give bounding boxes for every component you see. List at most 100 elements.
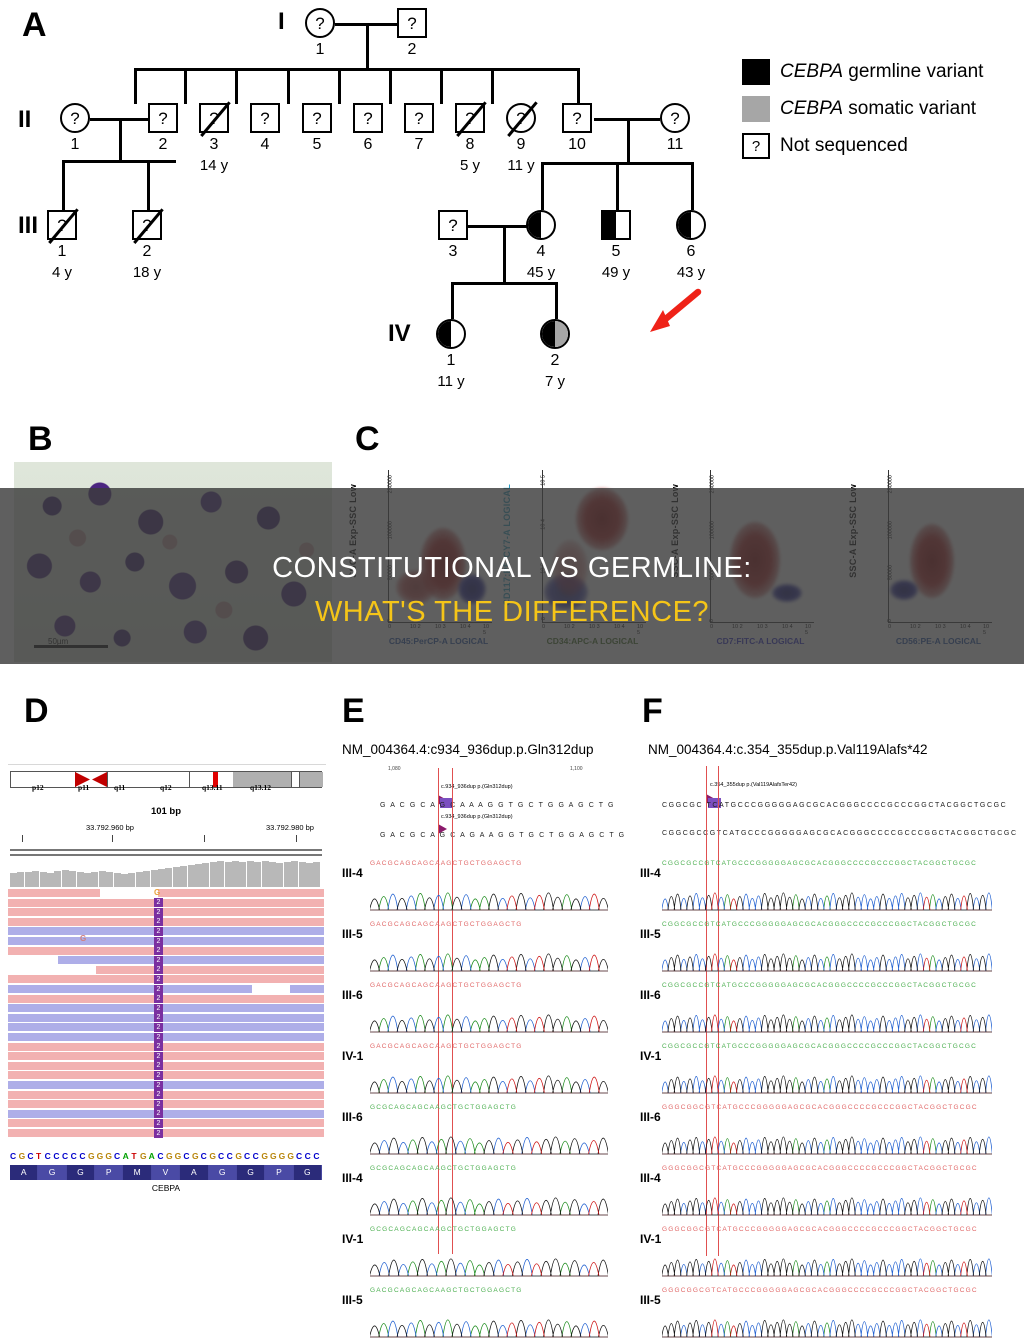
alignment-read[interactable] [58, 956, 324, 965]
chromosome-ideogram[interactable] [10, 771, 323, 788]
alignment-read[interactable] [8, 985, 252, 993]
alignment-read[interactable] [8, 1061, 324, 1070]
centromere-icon [75, 772, 107, 787]
alignment-read[interactable] [8, 1023, 324, 1032]
insertion-marker[interactable]: 2 [154, 1022, 163, 1032]
alignment-read[interactable] [8, 1013, 324, 1022]
coverage-bar [84, 873, 91, 887]
insertion-marker[interactable]: 2 [154, 1128, 163, 1138]
insertion-marker[interactable]: 2 [154, 955, 163, 965]
reference-base: C [62, 1151, 69, 1161]
alignment-read[interactable] [8, 1081, 324, 1089]
alignment-read[interactable] [8, 1004, 324, 1013]
insertion-marker[interactable]: 2 [154, 1003, 163, 1013]
alignment-read[interactable] [290, 985, 324, 993]
symbol-square: ? [438, 210, 468, 240]
insertion-marker[interactable]: 2 [154, 907, 163, 917]
individual-id: 5 [611, 243, 621, 260]
insertion-marker[interactable]: 2 [154, 965, 163, 975]
alignment-read[interactable] [8, 927, 324, 936]
alignment-read[interactable] [96, 965, 324, 974]
insertion-marker[interactable]: 2 [154, 926, 163, 936]
alignment-read[interactable] [8, 889, 100, 897]
window-width-value: 101 bp [144, 806, 188, 817]
alignment-read[interactable] [158, 889, 324, 897]
reference-base: G [96, 1151, 104, 1161]
insertion-marker[interactable]: 2 [154, 1042, 163, 1052]
insertion-marker[interactable]: 2 [154, 1099, 163, 1109]
coverage-bar [239, 862, 247, 887]
reference-base: C [304, 1151, 311, 1161]
sanger-base-calls: GCGCAGCAGCAAGCTGCTGGAGCTG [370, 1226, 518, 1233]
panel-f-variant-guide-right [718, 766, 719, 1256]
insertion-marker[interactable]: 2 [154, 946, 163, 956]
germline-fill [528, 212, 541, 238]
sanger-trace-label: III-6 [640, 1110, 661, 1124]
insertion-marker[interactable]: 2 [154, 898, 163, 908]
alignment-read[interactable] [8, 946, 324, 955]
coverage-bar [246, 861, 254, 887]
symbol-square: ? [250, 103, 280, 133]
alignment-read[interactable] [8, 1129, 324, 1137]
insertion-marker[interactable]: 2 [154, 994, 163, 1004]
igv-viewer[interactable]: p12 p11 q11 q12 q13.11 q13.12 101 bp 33.… [8, 764, 326, 1231]
alignment-read[interactable] [8, 1109, 324, 1118]
alignment-read[interactable] [8, 937, 324, 945]
insertion-marker[interactable]: 2 [154, 1080, 163, 1090]
alignment-read[interactable] [8, 917, 324, 926]
alignment-read[interactable] [8, 1052, 324, 1061]
coverage-bar [261, 861, 269, 887]
insertion-marker[interactable]: 2 [154, 1090, 163, 1100]
alignment-read[interactable] [8, 994, 324, 1003]
cytoband-label-q1312: q13.12 [250, 783, 272, 792]
insertion-marker[interactable]: 2 [154, 1070, 163, 1080]
insertion-marker[interactable]: 2 [154, 1061, 163, 1071]
alignment-read[interactable] [8, 1033, 324, 1041]
alignment-read[interactable] [8, 1071, 324, 1080]
ideogram-locus-marker [213, 772, 218, 787]
insertion-marker[interactable]: 2 [154, 1118, 163, 1128]
legend-text-not-sequenced: Not sequenced [780, 135, 908, 156]
insertion-marker[interactable]: 2 [154, 1013, 163, 1023]
alignment-read[interactable] [8, 1119, 324, 1128]
alignment-read[interactable] [8, 898, 324, 907]
ruler-label-left: 33.792.960 bp [86, 823, 134, 832]
panel-f-variant-callout: c.354_355dup p.(Val119AlafsTer42) [710, 782, 797, 788]
alignment-read[interactable] [8, 908, 324, 917]
symbol-circle-half-filled [526, 210, 556, 240]
coverage-bar [276, 863, 284, 887]
trace-curve-T [370, 1076, 608, 1094]
trace-curve-A [370, 1138, 608, 1155]
trace-curve-C [662, 953, 992, 972]
insertion-marker[interactable]: 2 [154, 984, 163, 994]
insertion-marker[interactable]: 2 [154, 1051, 163, 1061]
sanger-trace-label: III-6 [640, 988, 661, 1002]
individual-age: 5 y [459, 157, 480, 174]
coverage-bar [135, 872, 143, 887]
cytoband-label-q12: q12 [160, 783, 172, 792]
not-sequenced-glyph: ? [70, 108, 80, 128]
trace-curve-C [370, 1259, 608, 1277]
sanger-base-calls: GCGCAGCAGCAAGCTGCTGGAGCTG [370, 1165, 518, 1172]
alignment-read[interactable] [8, 1090, 324, 1099]
insertion-marker[interactable]: 2 [154, 974, 163, 984]
individual-id: 2 [407, 41, 417, 58]
alignment-read[interactable] [8, 975, 324, 984]
insertion-marker[interactable]: 2 [154, 936, 163, 946]
alignment-read[interactable] [8, 1100, 324, 1109]
drop-iii-2 [147, 160, 150, 210]
alignment-read[interactable] [8, 1042, 324, 1051]
coverage-bar [158, 869, 165, 887]
insertion-marker[interactable]: 2 [154, 1032, 163, 1042]
drop-ii-4 [235, 68, 238, 104]
individual-id: 1 [315, 41, 325, 58]
sanger-trace-label: III-4 [342, 866, 363, 880]
insertion-marker[interactable]: 2 [154, 1109, 163, 1119]
sanger-chromatogram [370, 1258, 608, 1277]
insertion-marker[interactable]: 2 [154, 917, 163, 927]
coverage-bar [150, 870, 158, 887]
